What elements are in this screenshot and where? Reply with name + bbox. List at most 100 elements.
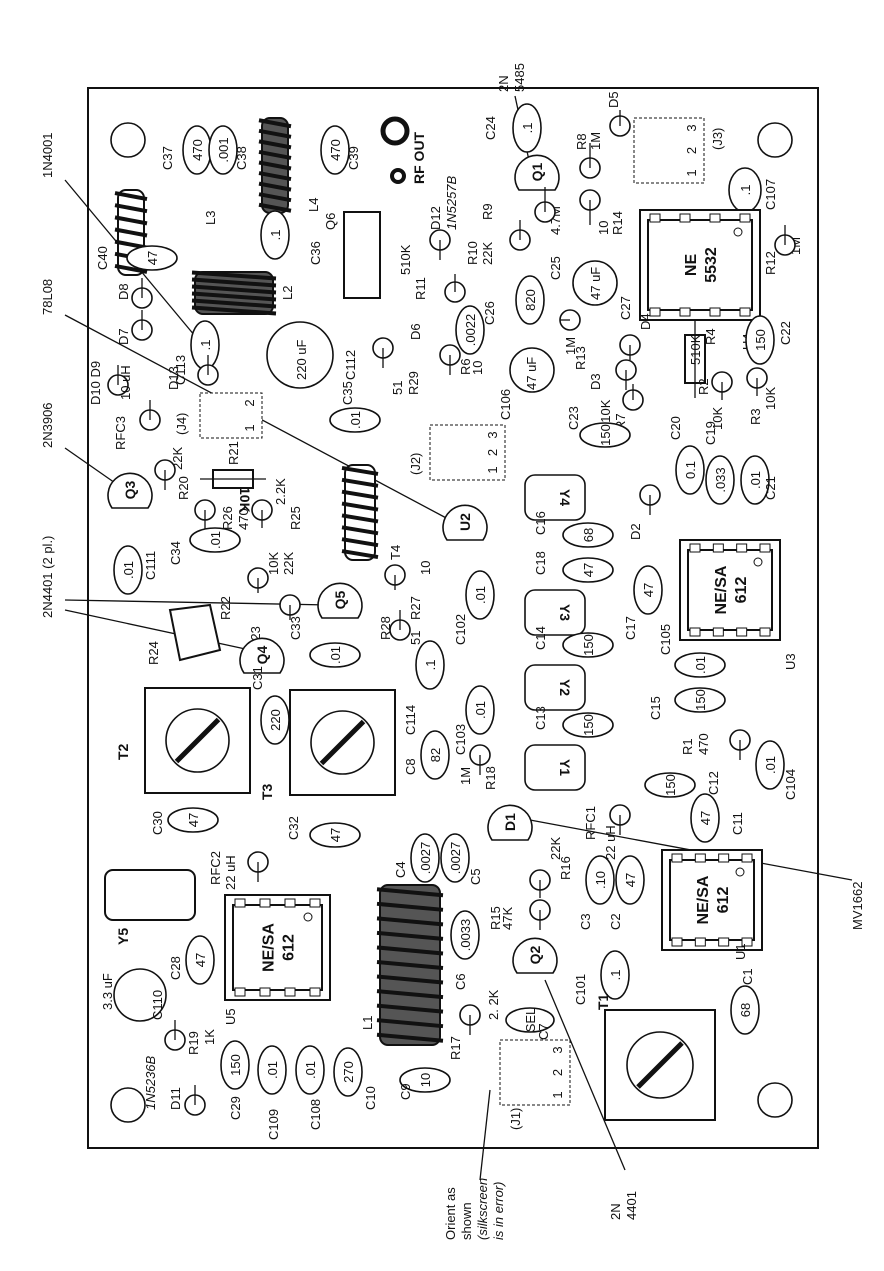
resistor-r28: [389, 610, 411, 641]
label-c13: C13: [533, 706, 548, 730]
svg-text:150: 150: [228, 1054, 243, 1076]
label-r3: R3: [748, 408, 763, 425]
connector-j3: 123: [633, 117, 705, 184]
cap-c13: 150: [562, 712, 614, 738]
resistor-r14: [579, 189, 601, 225]
label-c112: C112: [343, 350, 358, 380]
cap-c38: .001: [208, 125, 238, 175]
label-rf-out: RF OUT: [411, 131, 427, 184]
svg-text:NE/SA: NE/SA: [261, 923, 278, 972]
cap-c113: .1: [190, 320, 220, 370]
label-r11: R11: [413, 277, 428, 300]
svg-text:.01: .01: [303, 1061, 318, 1079]
label-u1: U1: [733, 943, 748, 960]
label-j3: (J3): [710, 128, 725, 150]
inductor-l1: [376, 884, 444, 1046]
svg-text:.001: .001: [216, 137, 231, 162]
cap-c39: 470: [320, 125, 350, 175]
label-c36: C36: [308, 241, 323, 265]
svg-text:NE: NE: [683, 254, 700, 277]
resistor-r15: [529, 899, 551, 930]
resistor-r11: [444, 274, 466, 303]
cap-c32: 47: [309, 822, 361, 848]
inductor-rfc3: [139, 400, 161, 431]
svg-text:.1: .1: [608, 970, 623, 981]
svg-text:.033: .033: [713, 467, 728, 492]
label-d6: D6: [408, 323, 423, 340]
resistor-r12: [774, 225, 796, 256]
svg-text:150: 150: [693, 689, 708, 711]
label-c107: C107: [763, 179, 778, 210]
connector-j4: 12: [199, 392, 263, 439]
inductor-rfc2: [247, 851, 269, 882]
resistor-r25: [251, 499, 273, 528]
cap-c104: .01: [755, 740, 785, 790]
svg-text:2: 2: [684, 147, 699, 154]
svg-text:.1: .1: [198, 340, 213, 351]
label-u3: U3: [783, 653, 798, 670]
label-c10: C10: [363, 1086, 378, 1110]
svg-text:.1: .1: [268, 230, 283, 241]
cap-c111: .01: [113, 545, 143, 595]
diode-d2: [639, 484, 661, 515]
svg-text:.01: .01: [328, 646, 343, 664]
connector-j2: 123: [429, 424, 506, 481]
svg-text:47: 47: [328, 828, 343, 842]
label-10uh: 10 uH: [118, 365, 133, 400]
svg-text:is in error): is in error): [491, 1181, 506, 1240]
cap-c14: 150: [562, 632, 614, 658]
label-r22: R22: [218, 596, 233, 620]
cap-c3: .10: [585, 855, 615, 905]
diode-d5: [609, 110, 631, 137]
svg-text:47: 47: [641, 583, 656, 597]
cap-c10: 270: [333, 1047, 363, 1097]
svg-text:.1: .1: [423, 660, 438, 671]
crystal-y2: Y2: [524, 664, 586, 711]
cap-c40: 47: [126, 245, 178, 271]
label-l4: L4: [306, 198, 321, 212]
label-l2: L2: [280, 286, 295, 300]
trimmer-r24: [168, 603, 222, 662]
cap-c108: .01: [295, 1045, 325, 1095]
crystal-y1: Y1: [524, 744, 586, 791]
resistor-r19: [164, 1020, 186, 1051]
svg-text:1: 1: [684, 169, 699, 176]
label-l3: L3: [203, 211, 218, 225]
svg-text:68: 68: [738, 1003, 753, 1017]
cap-c21: .01: [740, 455, 770, 505]
svg-text:.01: .01: [473, 701, 488, 719]
inductor-t4: [384, 564, 406, 590]
diode-d1: D1: [487, 804, 533, 841]
svg-text:2: 2: [550, 1069, 565, 1076]
cap-c28: 47: [185, 935, 215, 985]
cap-c2: 47: [615, 855, 645, 905]
label-y5: Y5: [115, 928, 131, 945]
label-r4: R4: [703, 328, 718, 345]
resistor-r20: [154, 459, 176, 490]
label-r16: R16: [558, 856, 573, 880]
svg-text:Y3: Y3: [557, 604, 573, 621]
label-d3: D3: [588, 373, 603, 390]
cap-c19: .033: [705, 455, 735, 505]
svg-text:612: 612: [715, 887, 732, 914]
bottom-annotations: Orient as shown (silkscreen is in error)…: [443, 979, 639, 1240]
inductor-l2: [191, 270, 277, 316]
label-c34: C34: [168, 541, 183, 565]
svg-text:.01: .01: [121, 561, 136, 579]
cap-c112-electrolytic: [266, 321, 334, 389]
label-510k-r11: 510K: [398, 244, 413, 275]
label-r12: R12: [763, 251, 778, 275]
resistor-r23: [279, 594, 301, 620]
svg-text:47: 47: [193, 953, 208, 967]
label-r29: R29: [406, 371, 421, 395]
cap-c15: 150: [674, 687, 726, 713]
label-1n5236b: 1N5236B: [143, 1055, 158, 1110]
label-c108: C108: [308, 1099, 323, 1130]
svg-text:1: 1: [242, 424, 257, 431]
label-c17: C17: [623, 616, 638, 640]
label-c38: C38: [234, 146, 249, 170]
label-r25: R25: [288, 506, 303, 530]
diode-d11: [184, 1085, 206, 1116]
diode-d13: [197, 355, 219, 386]
